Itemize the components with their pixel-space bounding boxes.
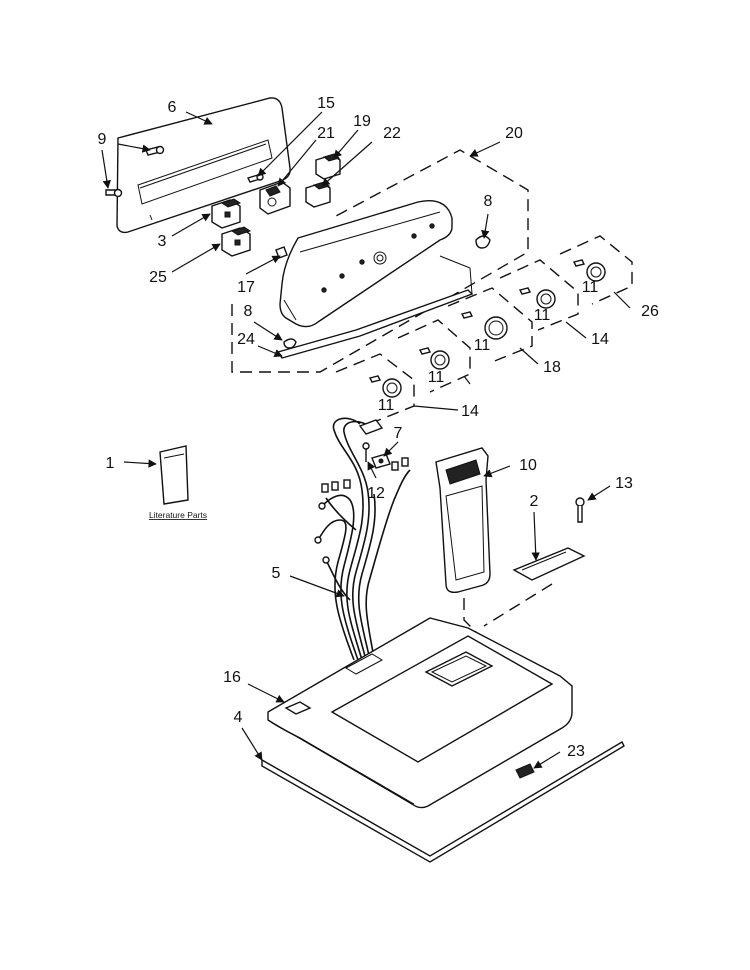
console-back-panel <box>116 97 291 234</box>
callout-15: 15 <box>317 95 335 112</box>
callout-20: 20 <box>505 125 523 142</box>
callout-2: 2 <box>530 493 539 510</box>
switch-25 <box>221 226 252 257</box>
callout-24: 24 <box>237 331 255 348</box>
floor-platform <box>261 741 625 863</box>
screw-13 <box>575 497 585 523</box>
lint-cover-guide <box>483 583 553 627</box>
callout-11-c: 11 <box>474 337 491 354</box>
callout-25: 25 <box>149 269 167 286</box>
knob-14-lower-b <box>335 353 415 423</box>
callout-11-a: 11 <box>582 279 599 296</box>
callout-11-d: 11 <box>428 369 445 386</box>
callout-14-upper: 14 <box>591 331 609 348</box>
switch-19 <box>315 153 341 180</box>
callout-4: 4 <box>234 709 243 726</box>
callout-21: 21 <box>317 125 335 142</box>
callout-8-top: 8 <box>484 193 493 210</box>
callout-22: 22 <box>383 125 401 142</box>
clip-8-lower <box>283 338 297 349</box>
callout-10: 10 <box>519 457 537 474</box>
leader-lines <box>101 111 631 769</box>
callout-3: 3 <box>158 233 167 250</box>
clip-17 <box>275 246 288 259</box>
knob-18 <box>447 287 533 363</box>
bracket-24 <box>276 255 474 359</box>
callout-1: 1 <box>106 455 115 472</box>
callout-19: 19 <box>353 113 371 130</box>
console-assembly-outline <box>231 149 529 373</box>
lint-screen <box>435 447 491 594</box>
callout-12: 12 <box>367 485 385 502</box>
console-housing <box>279 200 453 328</box>
knob-14-upper <box>499 259 579 331</box>
timer-21 <box>259 181 291 215</box>
callout-11-e: 11 <box>378 397 395 414</box>
knob-14-lower-a <box>397 319 471 393</box>
dryer-top-panel <box>267 617 573 809</box>
screw-9a <box>145 145 165 156</box>
screw-12 <box>362 442 370 462</box>
knob-26 <box>559 235 633 305</box>
switch-22 <box>305 181 331 208</box>
callout-5: 7 <box>394 425 403 442</box>
callout-26: 26 <box>641 303 659 320</box>
callout-17: 17 <box>237 279 255 296</box>
clip-8-upper <box>475 235 491 249</box>
callout-18: 18 <box>543 359 561 376</box>
callout-23: 23 <box>567 743 585 760</box>
callout-16: 16 <box>223 669 241 686</box>
terminal-block-5 <box>371 453 391 469</box>
callout-11-b: 11 <box>534 307 551 324</box>
callout-6: 6 <box>168 99 177 116</box>
lint-cover-2 <box>512 547 586 581</box>
wire-harness <box>314 417 411 661</box>
callout-7: 5 <box>272 565 281 582</box>
switch-3 <box>211 198 242 229</box>
callout-8-lower: 8 <box>244 303 253 320</box>
literature-parts-label: Literature Parts <box>149 510 207 520</box>
callout-14-lower: 14 <box>461 403 479 420</box>
literature-booklet <box>159 445 189 505</box>
lint-screen-guide <box>463 598 477 633</box>
callout-9-top: 9 <box>98 131 107 148</box>
callout-13: 13 <box>615 475 633 492</box>
screw-9b <box>105 188 123 198</box>
callout-labels: 6 9 15 21 19 22 20 8 3 25 17 26 11 11 14… <box>98 95 659 760</box>
